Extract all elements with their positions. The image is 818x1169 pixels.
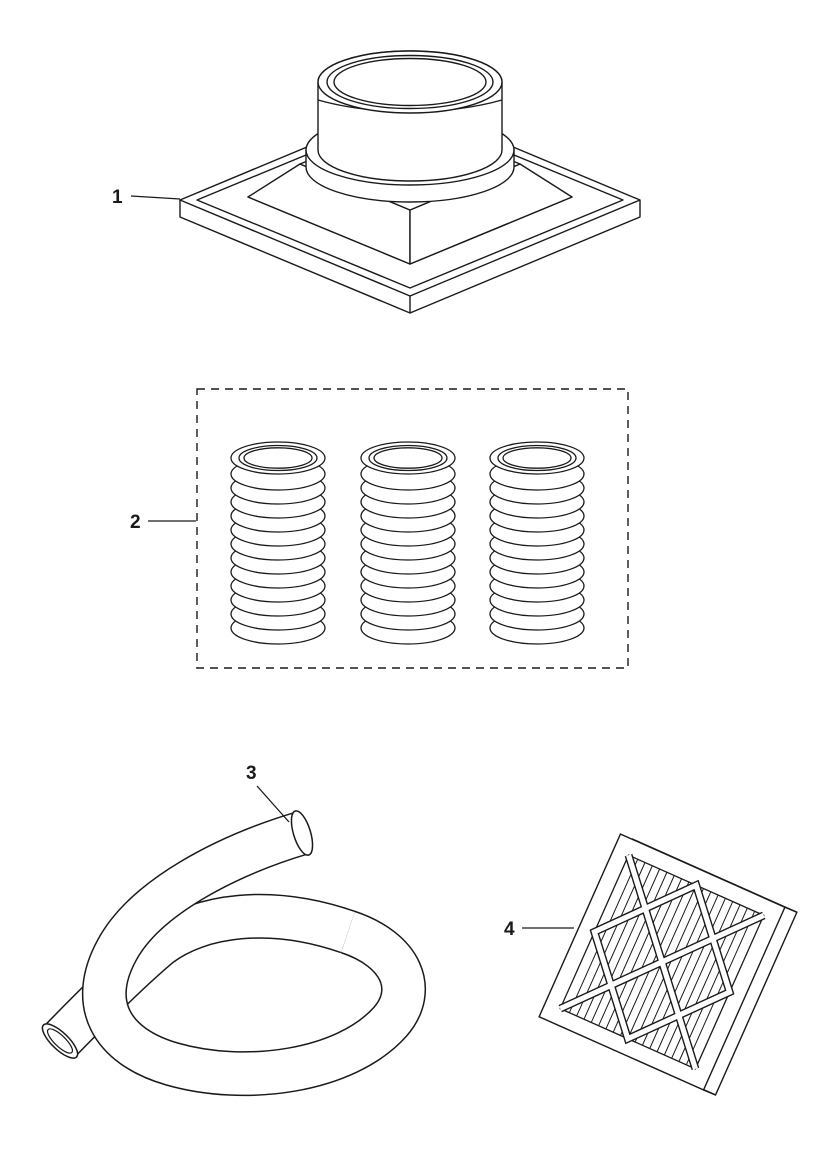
hose-top-end-cap: [290, 810, 314, 856]
filter-braces-fill: [559, 854, 765, 1070]
callout-3-label: 3: [246, 763, 257, 784]
air-filter-figure: [538, 833, 798, 1096]
adapter-plate-thickness: [179, 200, 641, 314]
callouts: 1 2 3 4: [112, 187, 574, 940]
flex-hose-figure: [41, 810, 426, 1097]
duct-adapter-figure: [179, 50, 641, 314]
callout-1-leader-line: [130, 195, 181, 200]
callout-3-leader-line: [256, 785, 290, 823]
callout-1-label: 1: [112, 187, 123, 208]
filter-thickness-edges: [703, 906, 798, 1096]
hose-loop-fill: [83, 812, 425, 1095]
corrugated-tube-3: [489, 441, 585, 645]
hose-open-end-cap: [41, 1023, 79, 1059]
filter-pleats: [568, 859, 756, 1065]
kit-boundary-dashed-box: [196, 388, 629, 669]
callout-2-label: 2: [130, 512, 141, 533]
callout-4-label: 4: [504, 919, 515, 940]
corrugated-tube-1: [230, 441, 326, 645]
adapter-collar-rim-inner2: [333, 57, 487, 107]
adapter-collar-rim-inner: [326, 54, 494, 110]
adapter-collar-rim-outer: [317, 50, 503, 114]
corrugated-tube-kit-figure: [196, 388, 629, 669]
corrugated-tube-2: [360, 441, 456, 645]
